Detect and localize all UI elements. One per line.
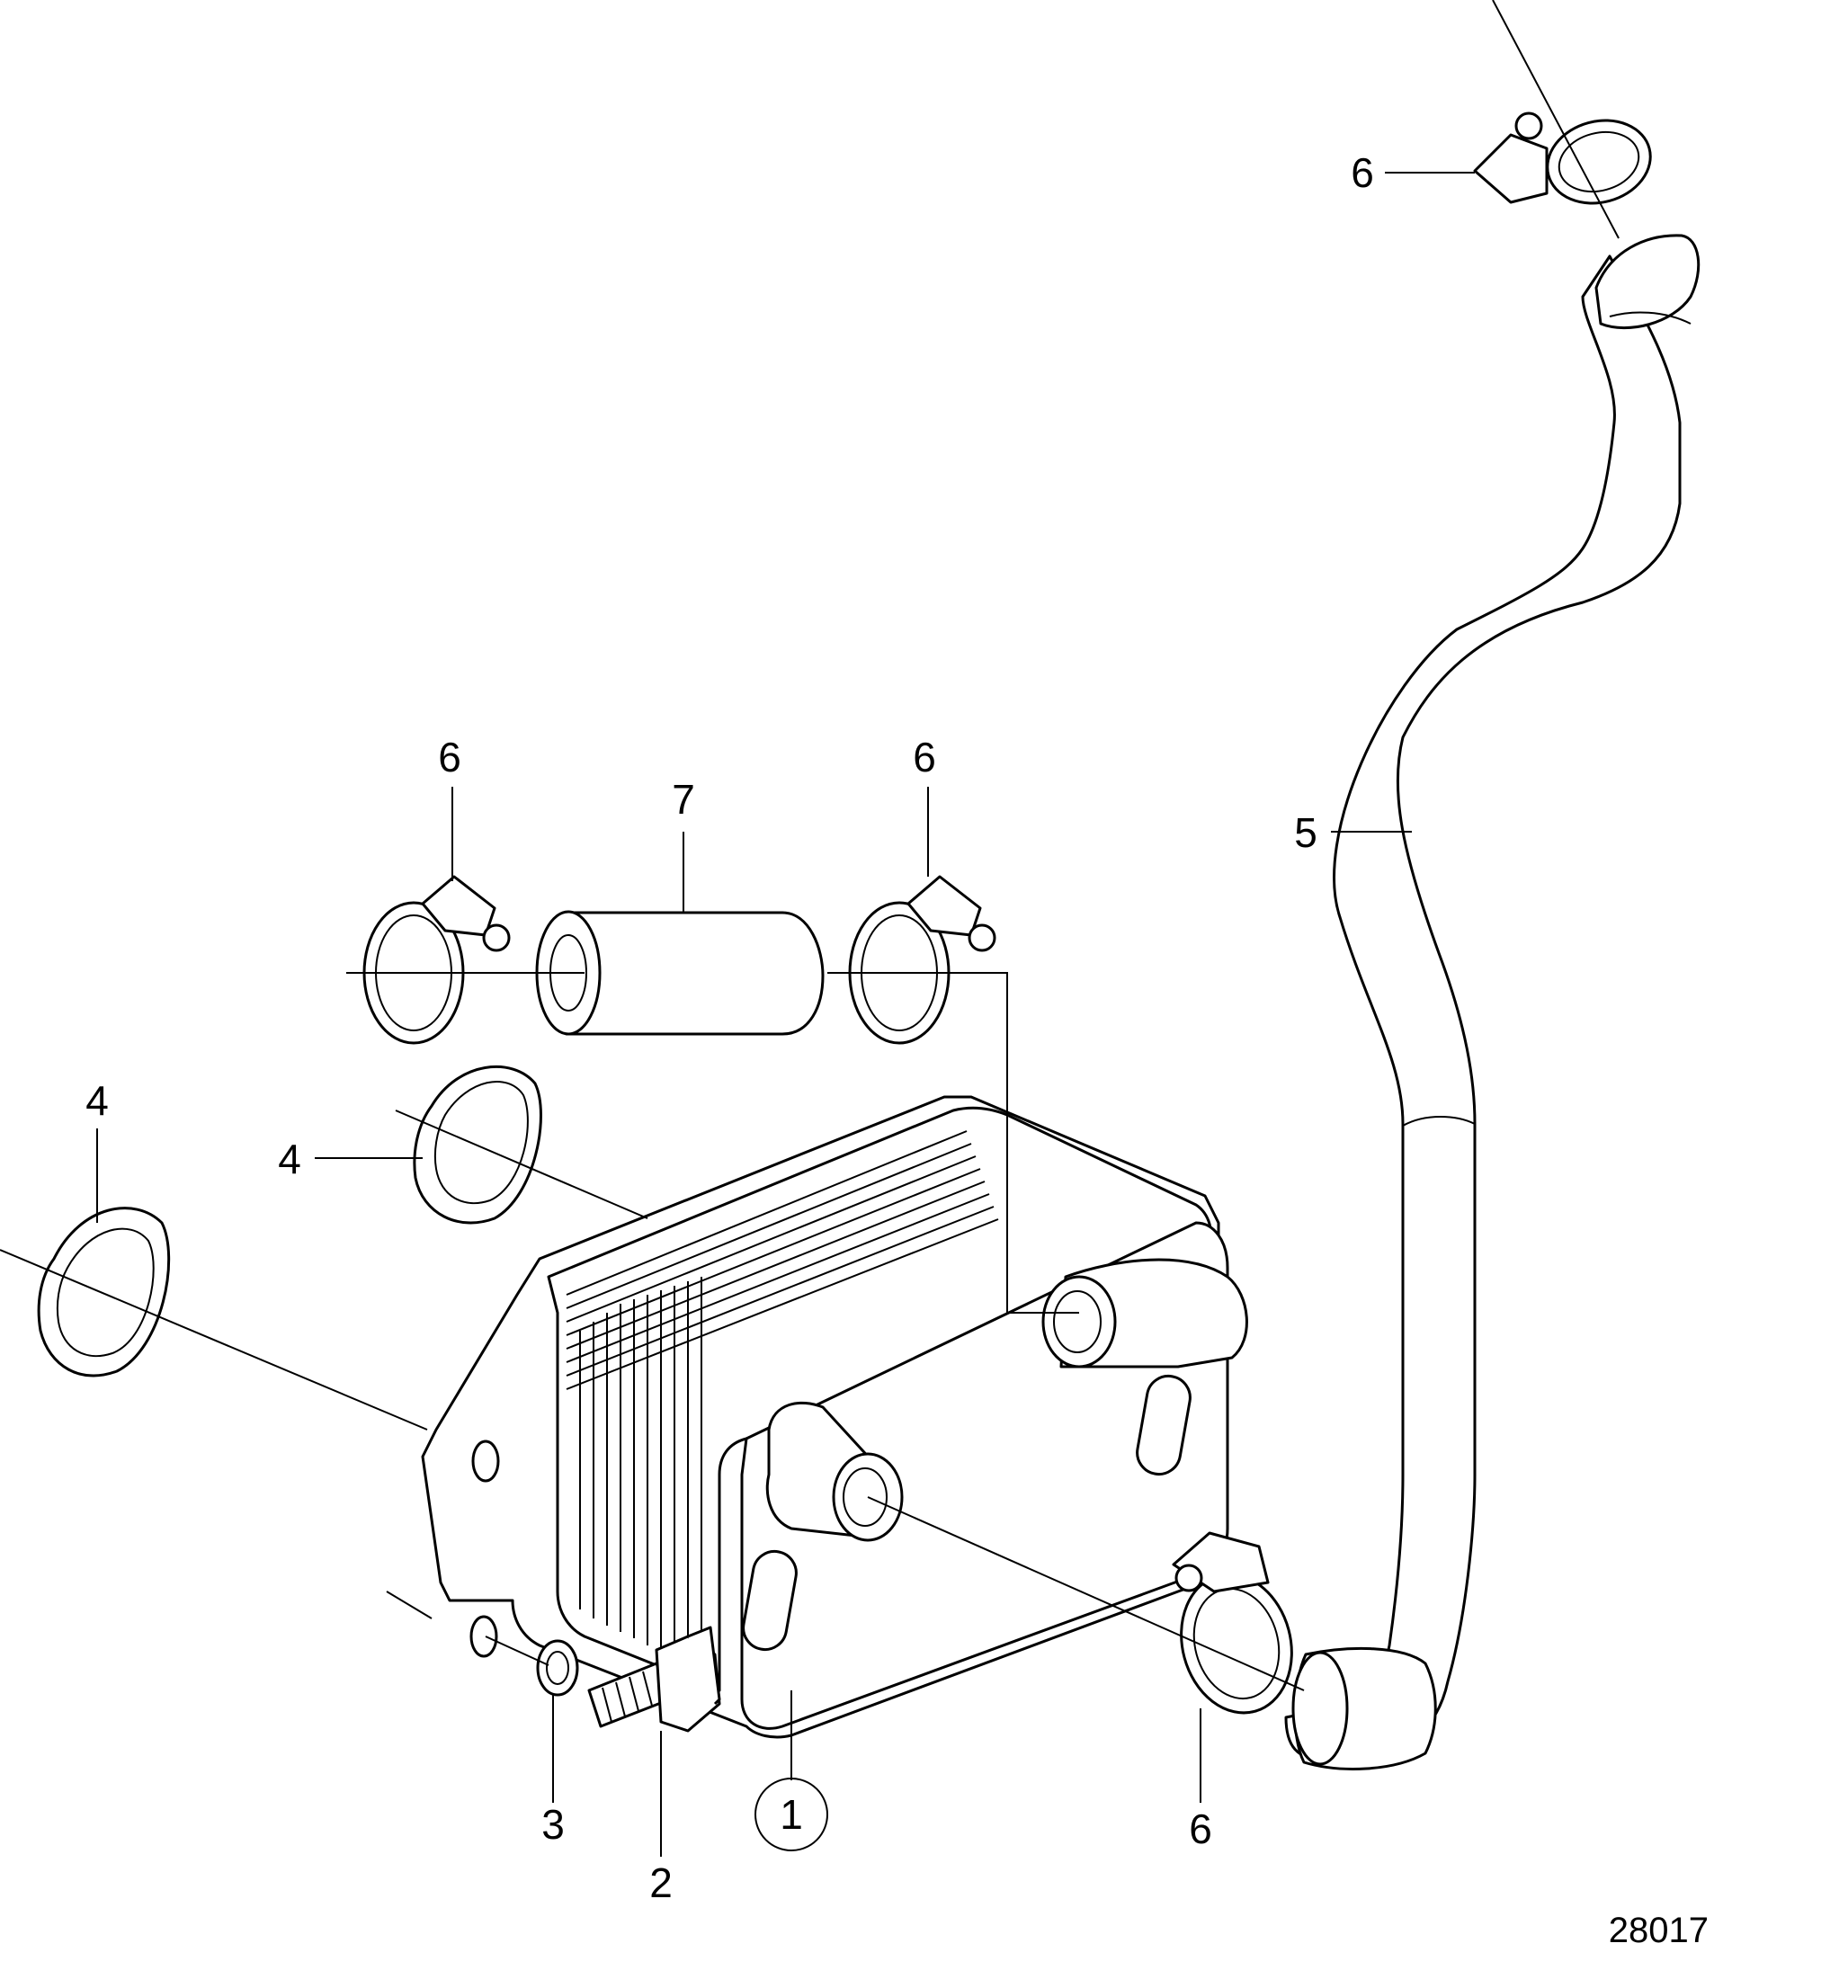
callout-2: 2 [649, 1859, 673, 1906]
callout-1-circle [754, 1778, 828, 1851]
callout-6-upper-left: 6 [438, 734, 461, 780]
flange-bolt [587, 1626, 721, 1733]
leader-lines [0, 0, 1620, 1857]
drawing-reference-number: 28017 [1609, 1911, 1709, 1950]
callout-6-lower: 6 [1189, 1805, 1212, 1852]
callout-6-upper-right: 6 [913, 734, 936, 780]
hose-clamp-upper-left [362, 875, 511, 1045]
hose-clamp-top [1473, 111, 1652, 205]
coolant-hose [1284, 234, 1701, 1770]
callout-4-left: 4 [85, 1077, 109, 1124]
callout-6-top: 6 [1351, 149, 1374, 196]
o-ring-gasket-left [37, 1207, 171, 1377]
callout-7: 7 [672, 776, 695, 823]
hose-clamp-upper-right [848, 875, 996, 1045]
callout-5: 5 [1294, 809, 1317, 856]
callout-3: 3 [541, 1801, 565, 1848]
hose-clamp-lower [1172, 1531, 1293, 1715]
sealing-washer [536, 1639, 579, 1697]
callout-4-right: 4 [278, 1136, 301, 1182]
callout-1: 1 [780, 1791, 803, 1838]
oil-cooler [421, 1095, 1248, 1739]
